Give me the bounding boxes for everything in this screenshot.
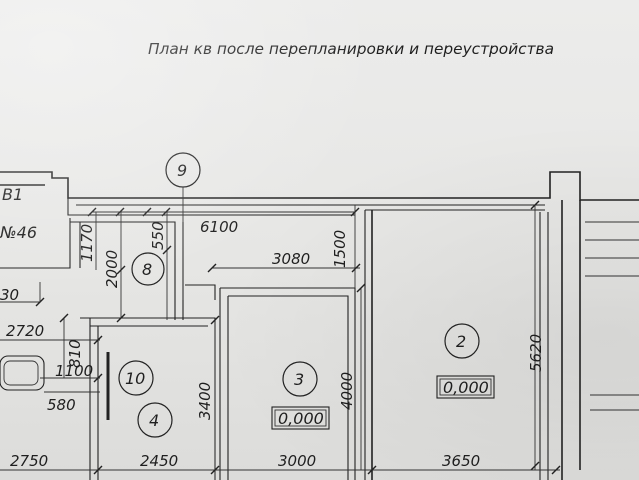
dim-1500: 1500	[331, 230, 349, 268]
dim-2720: 2720	[6, 322, 44, 340]
dim-2450: 2450	[140, 452, 178, 470]
room-2-number: 2	[456, 332, 466, 351]
dim-550: 550	[149, 221, 167, 250]
dim-3650: 3650	[442, 452, 480, 470]
interior-partitions	[0, 218, 639, 480]
room-2-area: 0,000	[443, 378, 489, 397]
room-10-number: 10	[125, 369, 145, 388]
room-8-marker: 8	[131, 252, 165, 286]
plan-title: План кв после перепланировки и переустро…	[148, 40, 554, 58]
room-10-marker: 10	[118, 360, 154, 396]
dim-580: 580	[47, 396, 76, 414]
label-b1: В1	[2, 185, 23, 204]
room-3-number: 3	[294, 370, 304, 389]
room-2-marker: 2 0,000	[436, 323, 495, 399]
dim-2750: 2750	[10, 452, 48, 470]
dim-5620: 5620	[527, 334, 545, 372]
dim-3400: 3400	[196, 382, 214, 420]
axis-label: 9	[177, 161, 187, 180]
room-3-marker: 3 0,000	[271, 361, 330, 430]
exterior-walls	[0, 171, 639, 480]
dim-6100: 6100	[200, 218, 238, 236]
room-4-number: 4	[149, 411, 159, 430]
dim-3080: 3080	[272, 250, 310, 268]
dim-1170: 1170	[78, 224, 96, 262]
dim-30: 30	[0, 286, 19, 304]
dim-2000: 2000	[103, 250, 121, 288]
grid-axis-9: 9	[165, 152, 201, 300]
dim-810: 810	[66, 339, 84, 368]
bathtub-fixture	[0, 352, 110, 420]
dim-4000: 4000	[338, 372, 356, 410]
label-n46: №46	[0, 223, 37, 242]
room-4-marker: 4	[137, 402, 173, 438]
room-8-number: 8	[142, 260, 152, 279]
dimension-lines	[0, 200, 561, 480]
dim-3000: 3000	[278, 452, 316, 470]
room-3-area: 0,000	[278, 409, 324, 428]
dim-1100: 1100	[55, 362, 93, 380]
